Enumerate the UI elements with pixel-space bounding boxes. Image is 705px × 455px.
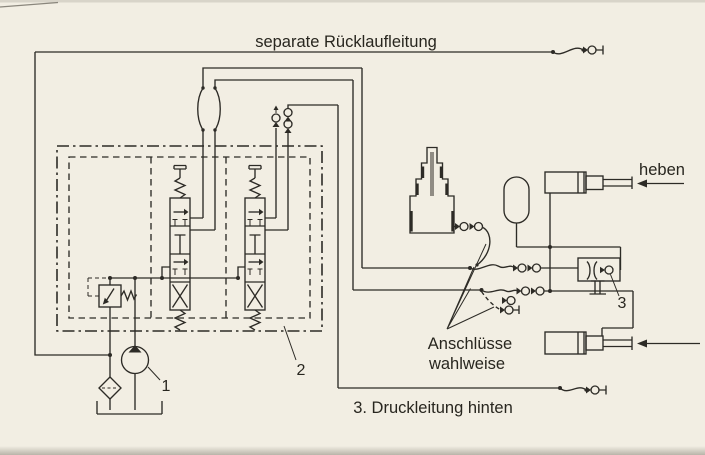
hose-break-icon	[214, 87, 221, 131]
scan-bottom-edge	[0, 446, 705, 455]
quick-coupling-icon	[530, 286, 545, 296]
pressure-relief-valve-icon	[87, 277, 138, 308]
optional-hose	[476, 226, 491, 266]
scan-scratch	[0, 1, 59, 8]
coupling-row-1	[362, 263, 578, 273]
control-block-enclosure	[56, 145, 323, 361]
lift-label: heben	[639, 161, 685, 179]
callout-pump: 1	[162, 378, 171, 395]
rear-cylinder-icon	[544, 331, 700, 355]
quick-coupling-icon	[283, 119, 293, 134]
quick-coupling-icon	[512, 263, 527, 273]
quick-coupling-icon	[283, 107, 293, 123]
callout-leader	[283, 325, 297, 361]
directional-control-valve-1	[169, 164, 191, 331]
quick-coupling-icon	[585, 385, 600, 395]
tank-icon	[96, 401, 163, 415]
coupling-row-2	[353, 286, 634, 336]
callout-leader	[610, 274, 620, 297]
quick-coupling-icon	[468, 221, 484, 232]
connections-label-2: wahlweise	[428, 355, 505, 373]
lift-cylinder-icon	[544, 171, 684, 293]
quick-coupling-icon	[582, 45, 597, 55]
quick-coupling-icon	[499, 305, 514, 315]
quick-coupling-icon	[271, 113, 281, 128]
scan-top-edge	[0, 0, 705, 3]
accumulator-icon	[503, 176, 622, 270]
directional-control-valve-2	[244, 164, 266, 331]
hose-break-icon	[197, 87, 204, 131]
hydraulic-pump-icon	[120, 278, 161, 410]
callout-control-block: 2	[297, 362, 306, 379]
third-pressure-line-label: 3. Druckleitung hinten	[353, 399, 513, 417]
return-line	[34, 45, 604, 356]
coupling-row-3	[480, 291, 520, 315]
connections-pointer-lines	[446, 243, 495, 330]
valve2-lines	[265, 104, 560, 389]
throttle-valve-icon	[577, 257, 621, 297]
quick-coupling-icon	[526, 263, 542, 273]
quick-coupling-icon	[501, 295, 516, 306]
quick-coupling-icon	[515, 286, 531, 296]
callout-leader	[147, 366, 161, 381]
callout-lowering-valve: 3	[618, 295, 627, 312]
telescopic-cylinder-icon	[409, 146, 491, 267]
quick-coupling-icon	[454, 221, 469, 232]
return-line-label: separate Rücklaufleitung	[255, 33, 437, 51]
suction-filter-icon	[98, 307, 122, 410]
retract-arrow	[637, 339, 647, 348]
pressure-line	[108, 266, 245, 280]
lift-arrow	[637, 179, 647, 188]
connections-label-1: Anschlüsse	[428, 335, 512, 353]
valve1-lines	[190, 67, 363, 290]
third-pressure-line-coupling	[558, 385, 607, 395]
